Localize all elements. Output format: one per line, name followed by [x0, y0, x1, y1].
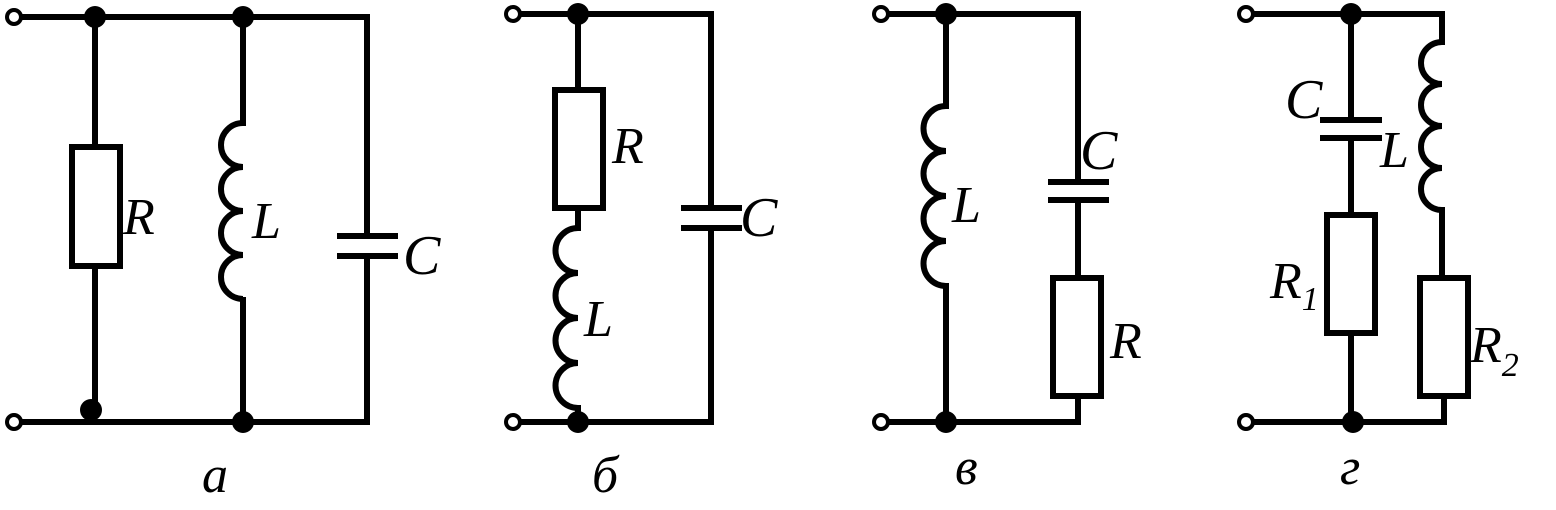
- circuit-g-terminal[interactable]: [1237, 413, 1255, 431]
- circuit-a-bottom-wire: [11, 253, 370, 425]
- circuit-b-resistor-label: R: [611, 118, 644, 175]
- circuit-a-resistor: [69, 144, 123, 269]
- circuit-g-resistor-1-label: R1: [1269, 253, 1319, 318]
- circuit-b: R L C б: [504, 3, 778, 504]
- circuit-b-top-wire: [510, 11, 714, 211]
- circuit-b-inductor-label: L: [583, 291, 613, 348]
- circuit-a-terminal[interactable]: [5, 8, 23, 26]
- circuit-g-caption: г: [1340, 439, 1360, 496]
- circuit-v-top-wire: [878, 11, 1081, 185]
- circuit-g-bottom-wire: [1243, 393, 1447, 425]
- circuit-b-node: [567, 411, 589, 433]
- circuit-v-node: [935, 3, 957, 25]
- circuit-a-caption: а: [202, 447, 228, 504]
- circuit-g: C L R1 R2 г: [1237, 3, 1519, 496]
- circuit-g-capacitor-label: C: [1285, 69, 1323, 131]
- circuit-a-node: [80, 399, 102, 421]
- circuit-a-inductor-label: L: [251, 193, 281, 250]
- circuit-g-resistor-1: [1324, 212, 1378, 336]
- circuit-v-resistor: [1050, 275, 1104, 399]
- circuit-a-inductor: [218, 120, 244, 302]
- circuit-v-resistor-label: R: [1109, 313, 1142, 370]
- circuit-v-terminal[interactable]: [872, 413, 890, 431]
- circuit-v-caption: в: [955, 439, 978, 496]
- circuit-g-inductor-label: L: [1379, 122, 1409, 179]
- circuit-b-resistor: [552, 87, 606, 211]
- circuit-v-inductor-label: L: [951, 177, 981, 234]
- circuit-b-capacitor-label: C: [740, 187, 778, 249]
- circuit-a-node: [232, 6, 254, 28]
- circuit-g-node: [1342, 411, 1364, 433]
- circuit-a-capacitor: [337, 233, 398, 259]
- circuit-b-terminal[interactable]: [504, 413, 522, 431]
- circuit-g-resistor-2: [1417, 275, 1471, 399]
- circuit-a-resistor-label: R: [122, 189, 155, 246]
- circuit-b-node: [567, 3, 589, 25]
- circuit-g-top-wire: [1243, 11, 1445, 45]
- circuit-b-terminal[interactable]: [504, 5, 522, 23]
- circuit-g-resistor-1-label-sub: 1: [1302, 281, 1319, 318]
- circuit-g-terminal[interactable]: [1237, 5, 1255, 23]
- circuit-g-capacitor: [1320, 117, 1382, 141]
- circuit-v-inductor: [920, 103, 947, 289]
- circuit-a-top-wire: [11, 14, 370, 235]
- circuit-v-node: [935, 411, 957, 433]
- circuit-g-resistor-1-label-main: R: [1269, 253, 1302, 310]
- circuit-b-capacitor: [681, 205, 742, 231]
- circuit-g-inductor: [1418, 39, 1443, 213]
- circuit-g-node: [1340, 3, 1362, 25]
- circuit-g-resistor-2-label: R2: [1469, 317, 1519, 384]
- circuit-v: L C R в: [872, 3, 1142, 496]
- circuit-a-node: [84, 6, 106, 28]
- circuit-a-capacitor-label: C: [403, 225, 441, 287]
- circuit-b-inductor: [552, 225, 579, 411]
- circuit-a: R L C а: [5, 6, 441, 504]
- circuit-b-caption: б: [592, 447, 620, 504]
- circuit-v-terminal[interactable]: [872, 5, 890, 23]
- circuit-v-capacitor-label: C: [1080, 120, 1118, 182]
- circuit-g-resistor-2-label-main: R: [1469, 317, 1502, 374]
- circuit-a-node: [232, 411, 254, 433]
- circuit-a-terminal[interactable]: [5, 413, 23, 431]
- circuit-g-resistor-2-label-sub: 2: [1502, 347, 1519, 384]
- circuit-v-capacitor: [1048, 179, 1109, 203]
